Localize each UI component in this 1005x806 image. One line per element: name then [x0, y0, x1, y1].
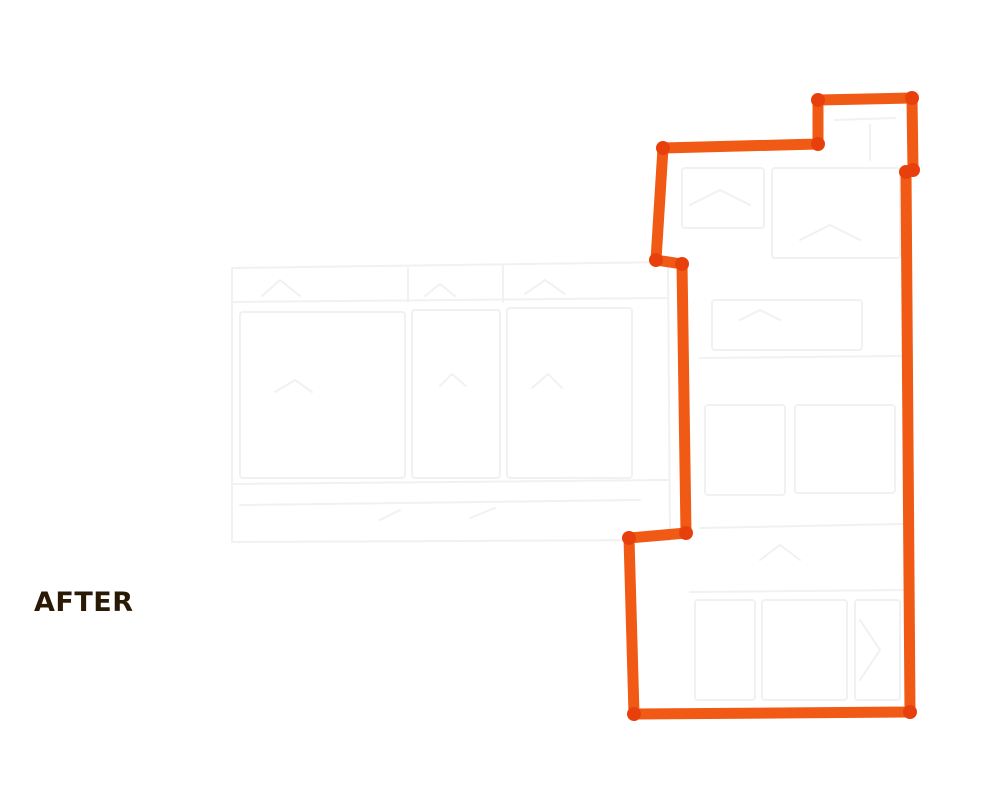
vertex-marker: [905, 91, 919, 105]
faint-floor-plan: [231, 117, 906, 701]
vertex-marker: [622, 531, 636, 545]
vertex-marker: [811, 93, 825, 107]
vertex-marker: [675, 257, 689, 271]
vertex-marker: [811, 137, 825, 151]
vertex-marker: [899, 165, 913, 179]
vertex-marker: [656, 141, 670, 155]
vertex-marker: [649, 253, 663, 267]
vertex-marker: [627, 707, 641, 721]
vertex-marker: [679, 526, 693, 540]
after-label: AFTER: [34, 587, 134, 618]
vertex-marker: [903, 705, 917, 719]
outline-vertex-markers: [622, 91, 920, 721]
